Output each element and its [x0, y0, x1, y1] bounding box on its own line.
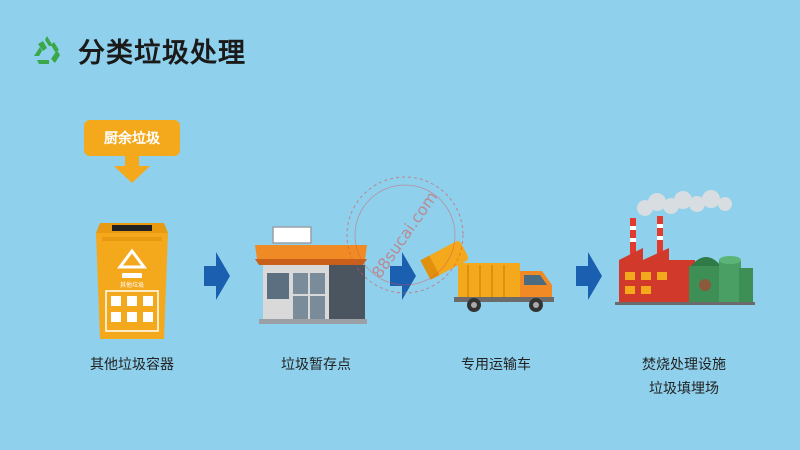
bin-illustration: 其他垃圾: [92, 215, 172, 340]
storage-point-illustration: [255, 225, 370, 325]
stage-caption: 垃圾暂存点: [281, 357, 351, 373]
bin-sign-text: 其他垃圾: [120, 281, 144, 289]
stage-caption-line: 焚烧处理设施: [642, 357, 726, 373]
watermark-stamp: 88sucai.com: [346, 176, 464, 294]
down-arrow-icon: [114, 154, 150, 183]
stage-caption: 专用运输车: [461, 357, 531, 373]
source-label: 厨余垃圾: [84, 120, 180, 156]
page-title: 分类垃圾处理: [78, 37, 246, 69]
flow-arrow-icon: [576, 252, 602, 300]
incineration-facility-illustration: [615, 190, 755, 305]
header: 分类垃圾处理: [30, 30, 246, 70]
stage-caption: 其他垃圾容器: [90, 357, 174, 373]
flow-arrow-icon: [390, 252, 416, 300]
stage-caption-line: 垃圾填埋场: [649, 381, 719, 397]
stage-caption: 焚烧处理设施 垃圾填埋场: [614, 353, 754, 401]
recycle-icon: [34, 36, 60, 64]
flow-arrow-icon: [204, 252, 230, 300]
watermark-text: 88sucai.com: [368, 188, 442, 282]
transport-truck-illustration: [418, 235, 558, 315]
